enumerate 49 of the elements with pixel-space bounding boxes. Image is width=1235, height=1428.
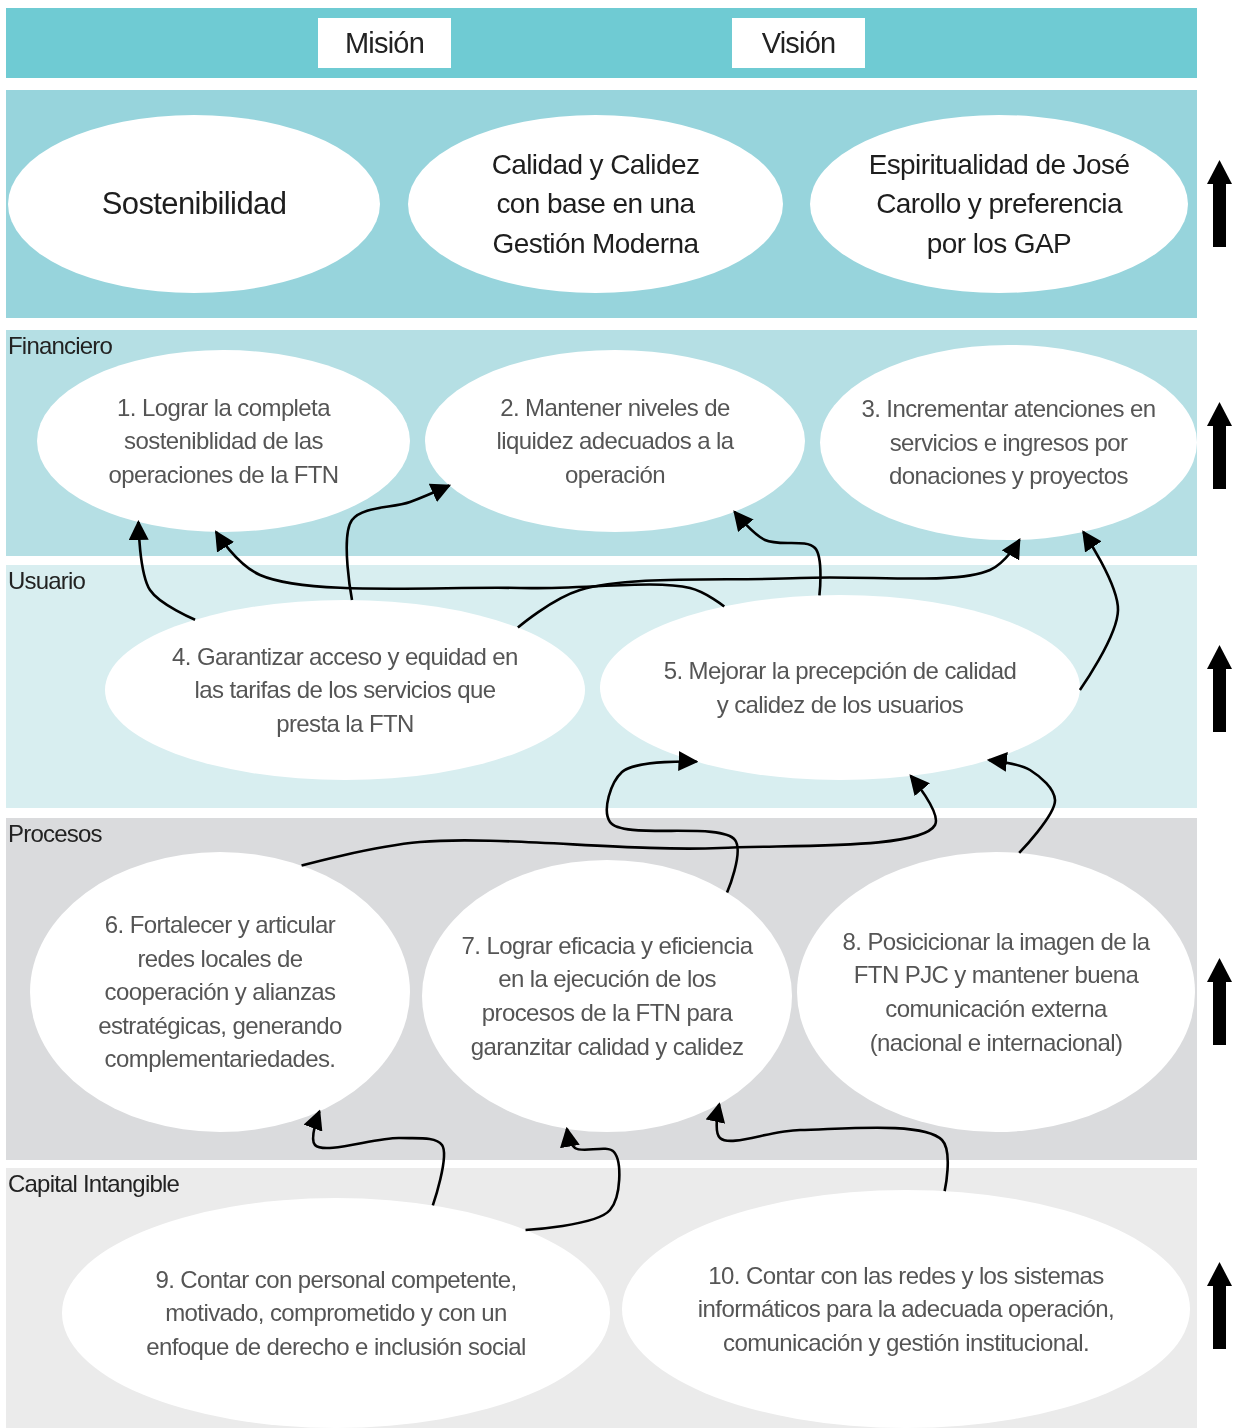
perspective-band bbox=[6, 8, 1197, 78]
perspective-label: Procesos bbox=[8, 820, 102, 848]
perspective-label: Financiero bbox=[8, 332, 113, 360]
objective-ellipse bbox=[810, 115, 1188, 293]
perspective-band bbox=[6, 565, 1197, 808]
objective-ellipse bbox=[408, 115, 783, 293]
objective-ellipse bbox=[600, 595, 1080, 780]
objective-ellipse bbox=[622, 1190, 1190, 1428]
objective-ellipse bbox=[820, 345, 1197, 540]
objective-text: 1. Lograr la completa sosteniblidad de las operaciones de la FTN bbox=[107, 392, 340, 490]
objective-ellipse bbox=[30, 852, 410, 1132]
objective-text: 6. Fortalecer y articular redes locales de cooperación y alianzas estratégicas, generando complementariedades. bbox=[97, 910, 343, 1075]
arrow bbox=[215, 530, 725, 608]
arrow bbox=[301, 774, 938, 867]
arrow bbox=[345, 483, 452, 601]
objective-ellipse bbox=[422, 860, 792, 1132]
heading-box: Visión bbox=[732, 18, 865, 68]
perspective-band bbox=[6, 818, 1197, 1160]
arrow bbox=[128, 520, 196, 621]
arrow bbox=[1078, 530, 1120, 691]
perspective-band bbox=[6, 1168, 1197, 1428]
objective-text: 9. Contar con personal competente, motivado, comprometido y con un enfoque de derecho e inclusión social bbox=[145, 1264, 527, 1362]
perspective-label: Usuario bbox=[8, 567, 86, 595]
objective-text: Sostenibilidad bbox=[101, 185, 287, 224]
arrow bbox=[705, 1102, 949, 1192]
objective-text: 8. Posicicionar la imagen de la FTN PJC y mantener buena comunicación externa (nacional e internacional) bbox=[841, 926, 1151, 1058]
objective-text: Espiritualidad de José Carollo y preferencia por los GAP bbox=[867, 148, 1131, 261]
perspective-band bbox=[6, 90, 1197, 318]
arrow bbox=[303, 1109, 446, 1206]
heading-box: Misión bbox=[318, 18, 451, 68]
objective-text: 4. Garantizar acceso y equidad en las tarifas de los servicios que presta la FTN bbox=[171, 641, 519, 739]
arrow bbox=[517, 538, 1021, 629]
perspective-label: Capital Intangible bbox=[8, 1170, 180, 1198]
objective-text: 7. Lograr eficacia y eficiencia en la ejecución de los procesos de la FTN para garanzitar calidad y calidez bbox=[460, 930, 754, 1062]
objective-ellipse bbox=[62, 1198, 610, 1428]
objective-ellipse bbox=[105, 600, 585, 780]
perspective-band bbox=[6, 330, 1197, 556]
objective-text: 2. Mantener niveles de liquidez adecuados a la operación bbox=[495, 392, 735, 490]
arrow bbox=[733, 510, 822, 596]
objective-text: 3. Incrementar atenciones en servicios e ingresos por donaciones y proyectos bbox=[860, 394, 1157, 492]
objective-ellipse bbox=[425, 350, 805, 532]
objective-ellipse bbox=[8, 115, 380, 293]
objective-text: 10. Contar con las redes y los sistemas informáticos para la adecuada operación, comunicación y gestión institucional. bbox=[696, 1260, 1116, 1358]
objective-text: Calidad y Calidez con base en una Gestión Moderna bbox=[490, 148, 701, 261]
objective-ellipse bbox=[797, 852, 1195, 1132]
objective-text: 5. Mejorar la precepción de calidad y calidez de los usuarios bbox=[662, 655, 1018, 720]
arrow bbox=[986, 752, 1057, 854]
arrow bbox=[605, 751, 739, 893]
arrow bbox=[525, 1126, 621, 1232]
